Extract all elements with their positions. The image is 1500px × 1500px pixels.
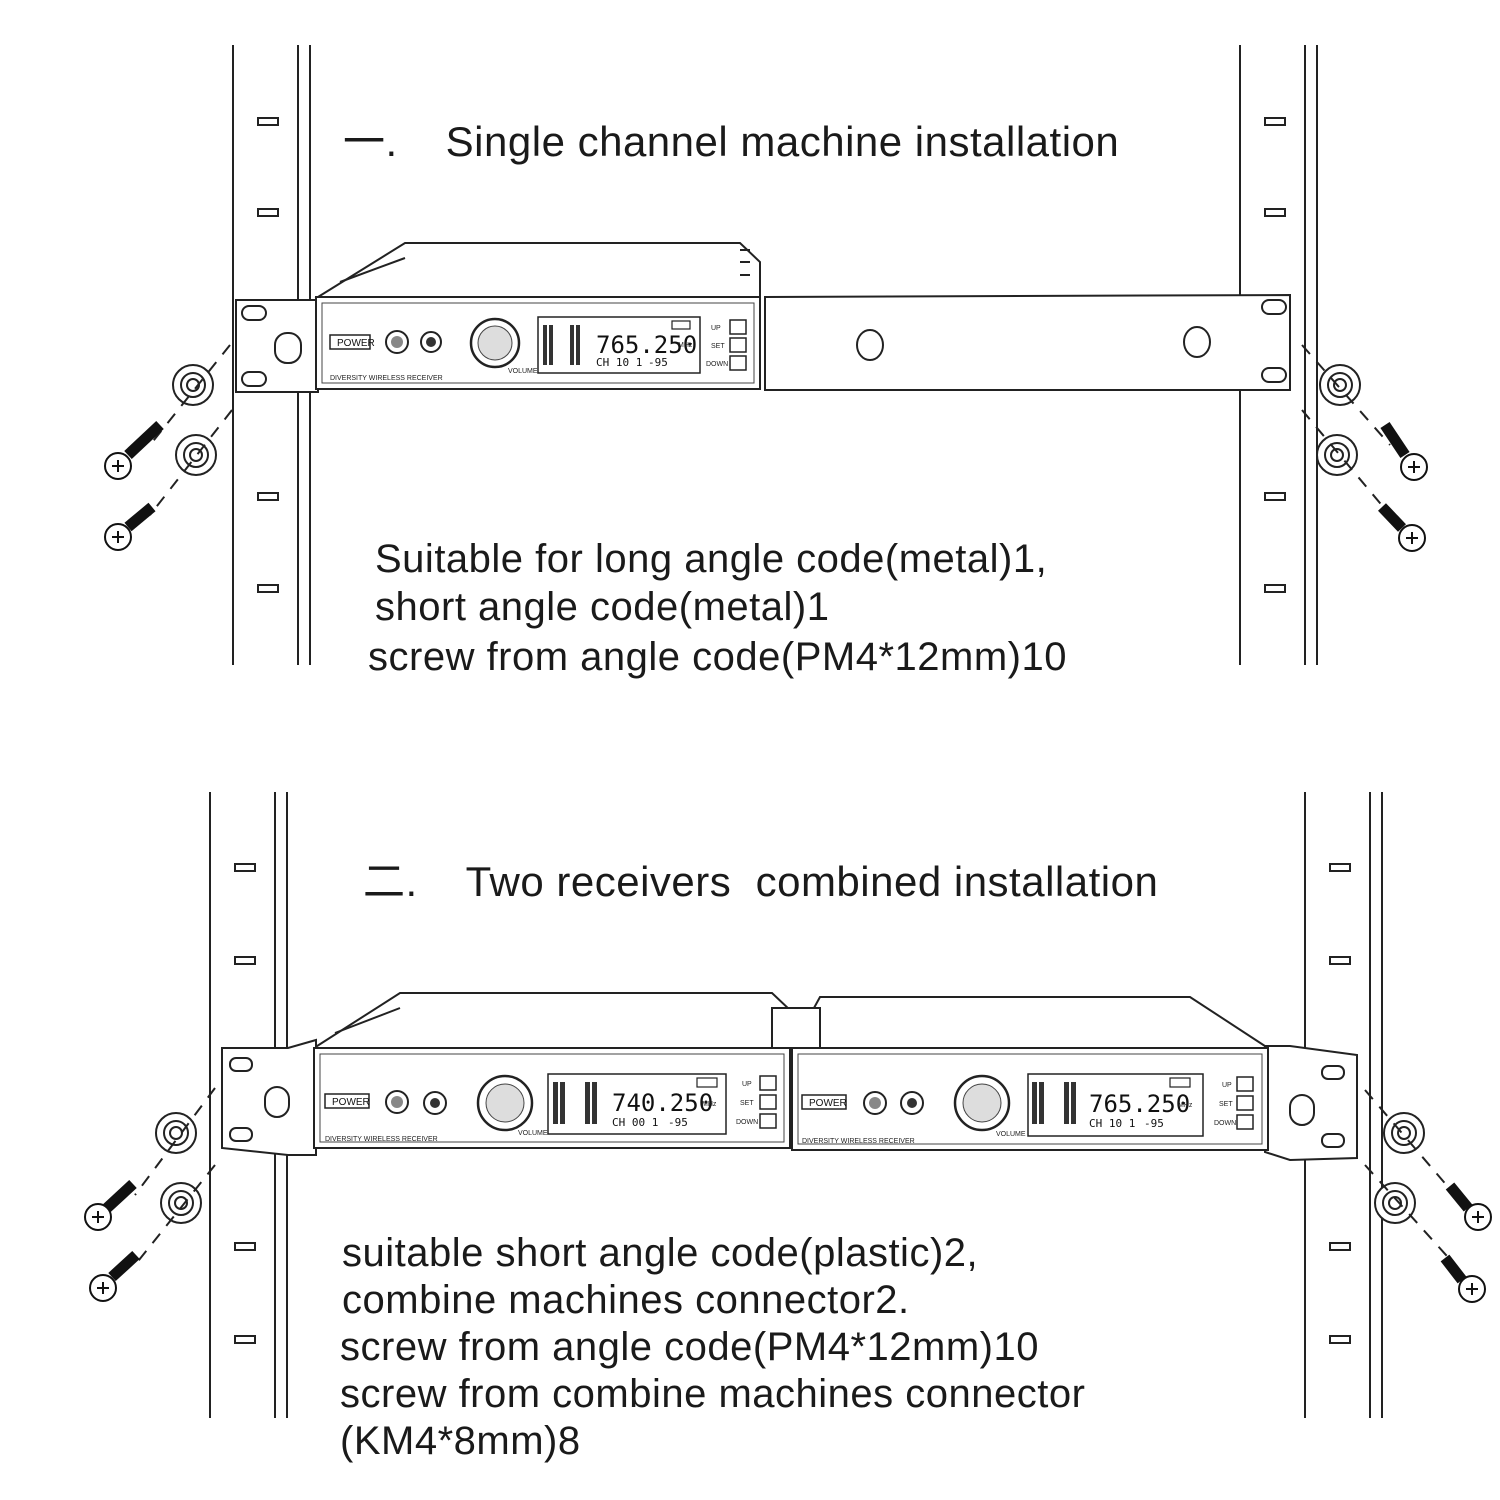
section-two-receivers: POWER DIVERSITY WIRELESS RECEIVER 740.25… bbox=[0, 740, 1500, 1500]
r1-volume-label: VOLUME bbox=[518, 1130, 548, 1137]
r2-volume-label: VOLUME bbox=[996, 1131, 1026, 1138]
r2-button-up-label: UP bbox=[1222, 1082, 1232, 1089]
long-angle-bracket bbox=[764, 293, 1291, 391]
short-angle-bracket-right bbox=[1264, 1045, 1358, 1162]
r1-button-down-label: DOWN bbox=[736, 1119, 758, 1126]
left-screw-icons bbox=[84, 1179, 140, 1302]
r2-power-label: POWER bbox=[809, 1098, 847, 1109]
combined-install-diagram: POWER DIVERSITY WIRELESS RECEIVER 740.25… bbox=[84, 792, 1492, 1418]
receiver-chassis-pair bbox=[310, 992, 1272, 1049]
r1-button-up-label: UP bbox=[742, 1081, 752, 1088]
r1-lcd-level: -95 bbox=[668, 1116, 688, 1129]
note-line: screw from angle code(PM4*12mm)10 bbox=[340, 1325, 1039, 1369]
brand-text: DIVERSITY WIRELESS RECEIVER bbox=[330, 375, 443, 382]
short-angle-bracket-left bbox=[221, 1038, 317, 1156]
parts-notes: suitable short angle code(plastic)2, com… bbox=[340, 1230, 1085, 1465]
right-screw-set bbox=[1364, 1089, 1456, 1266]
button-up-label: UP bbox=[711, 325, 721, 332]
note-line: (KM4*8mm)8 bbox=[340, 1419, 581, 1463]
volume-label: VOLUME bbox=[508, 368, 538, 375]
left-screw-set bbox=[134, 1087, 216, 1266]
note-line: screw from angle code(PM4*12mm)10 bbox=[368, 635, 1067, 679]
right-screw-set bbox=[1301, 344, 1391, 516]
receiver-1-front-panel bbox=[313, 1047, 791, 1149]
receiver-front-panel bbox=[315, 296, 761, 390]
power-label: POWER bbox=[337, 338, 375, 349]
r1-brand-text: DIVERSITY WIRELESS RECEIVER bbox=[325, 1136, 438, 1143]
r1-lcd-freq-unit: MHz bbox=[702, 1101, 717, 1108]
lcd-channel: CH 10 1 bbox=[596, 356, 642, 369]
left-screw-set bbox=[149, 344, 233, 516]
single-install-diagram: POWER DIVERSITY WIRELESS RECEIVER 765.25… bbox=[104, 45, 1428, 665]
receiver-chassis bbox=[314, 242, 761, 298]
note-line: combine machines connector2. bbox=[342, 1278, 910, 1322]
section-number: 一. bbox=[343, 118, 398, 165]
lcd-frequency: 765.250 bbox=[596, 331, 697, 359]
button-down-label: DOWN bbox=[706, 361, 728, 368]
section-title: 一. Single channel machine installation bbox=[343, 108, 1119, 169]
r2-lcd-channel: CH 10 1 bbox=[1089, 1117, 1135, 1130]
section-single-channel: POWER DIVERSITY WIRELESS RECEIVER 765.25… bbox=[0, 0, 1500, 740]
r1-lcd-channel: CH 00 1 bbox=[612, 1116, 658, 1129]
r1-button-set-label: SET bbox=[740, 1100, 754, 1107]
lcd-level: -95 bbox=[648, 356, 668, 369]
r2-button-down-label: DOWN bbox=[1214, 1120, 1236, 1127]
r2-brand-text: DIVERSITY WIRELESS RECEIVER bbox=[802, 1138, 915, 1145]
receiver-2-front-panel bbox=[791, 1047, 1269, 1151]
short-angle-bracket bbox=[235, 299, 319, 393]
lcd-freq-unit: MHz bbox=[678, 342, 693, 349]
section-title-text: Single channel machine installation bbox=[445, 118, 1120, 165]
r1-power-label: POWER bbox=[332, 1097, 370, 1108]
r2-lcd-level: -95 bbox=[1144, 1117, 1164, 1130]
parts-notes: Suitable for long angle code(metal)1, sh… bbox=[368, 535, 1067, 681]
button-set-label: SET bbox=[711, 343, 725, 350]
r2-lcd-freq-unit: MHz bbox=[1178, 1102, 1193, 1109]
note-line: suitable short angle code(plastic)2, bbox=[342, 1231, 979, 1275]
r1-lcd-frequency: 740.250 bbox=[612, 1089, 713, 1117]
section-title: 二. Two receivers combined installation bbox=[363, 848, 1158, 909]
right-screw-icons bbox=[1378, 421, 1428, 552]
r2-lcd-frequency: 765.250 bbox=[1089, 1090, 1190, 1118]
note-line: Suitable for long angle code(metal)1, bbox=[375, 537, 1048, 581]
r2-button-set-label: SET bbox=[1219, 1101, 1233, 1108]
section-number: 二. bbox=[363, 858, 418, 905]
right-screw-icons bbox=[1440, 1182, 1492, 1303]
note-line: screw from combine machines connector bbox=[340, 1372, 1086, 1416]
note-line: short angle code(metal)1 bbox=[375, 585, 830, 629]
section-title-text: Two receivers combined installation bbox=[465, 858, 1159, 905]
left-screw-icons bbox=[104, 420, 164, 551]
